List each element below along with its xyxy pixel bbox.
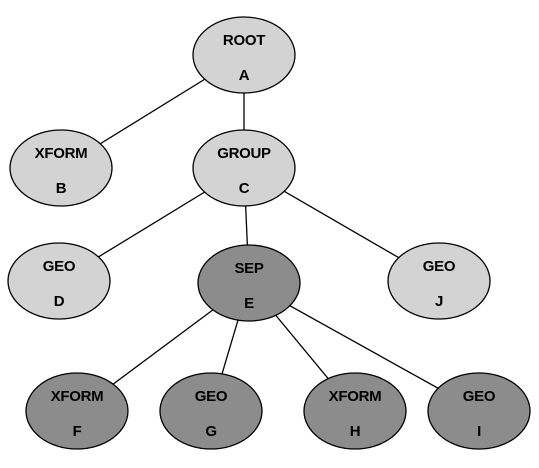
node-b: XFORM B (9, 129, 113, 207)
node-j: GEO J (387, 242, 491, 320)
node-ellipse (192, 129, 296, 207)
node-ellipse (159, 372, 263, 450)
node-ellipse (25, 372, 129, 450)
node-ellipse (387, 242, 491, 320)
node-letter-label: H (350, 423, 361, 440)
node-letter-label: D (54, 293, 65, 310)
node-type-label: ROOT (223, 32, 265, 49)
node-d: GEO D (7, 242, 111, 320)
node-ellipse (9, 129, 113, 207)
node-e: SEP E (197, 244, 301, 322)
node-letter-label: C (239, 180, 250, 197)
node-letter-label: I (477, 423, 481, 440)
node-type-label: GEO (423, 258, 456, 275)
node-type-label: SEP (234, 260, 263, 277)
node-a: ROOT A (192, 16, 296, 94)
node-g: GEO G (159, 372, 263, 450)
node-letter-label: E (244, 295, 254, 312)
node-ellipse (192, 16, 296, 94)
node-letter-label: F (73, 423, 82, 440)
edges-layer (58, 54, 480, 412)
node-letter-label: J (435, 293, 443, 310)
node-ellipse (7, 242, 111, 320)
node-c: GROUP C (192, 129, 296, 207)
node-type-label: GROUP (217, 145, 271, 162)
nodes-layer: ROOT A XFORM B GROUP C GEO D SEP E GEO J XFORM F GEO G X… (7, 16, 531, 450)
node-f: XFORM F (25, 372, 129, 450)
node-type-label: GEO (463, 388, 496, 405)
node-type-label: GEO (195, 388, 228, 405)
node-type-label: XFORM (329, 388, 382, 405)
node-type-label: XFORM (35, 145, 88, 162)
node-ellipse (197, 244, 301, 322)
node-letter-label: B (56, 180, 67, 197)
node-ellipse (427, 372, 531, 450)
node-type-label: XFORM (51, 388, 104, 405)
node-letter-label: G (205, 423, 216, 440)
node-i: GEO I (427, 372, 531, 450)
node-type-label: GEO (43, 258, 76, 275)
node-ellipse (303, 372, 407, 450)
node-h: XFORM H (303, 372, 407, 450)
node-letter-label: A (239, 67, 250, 84)
